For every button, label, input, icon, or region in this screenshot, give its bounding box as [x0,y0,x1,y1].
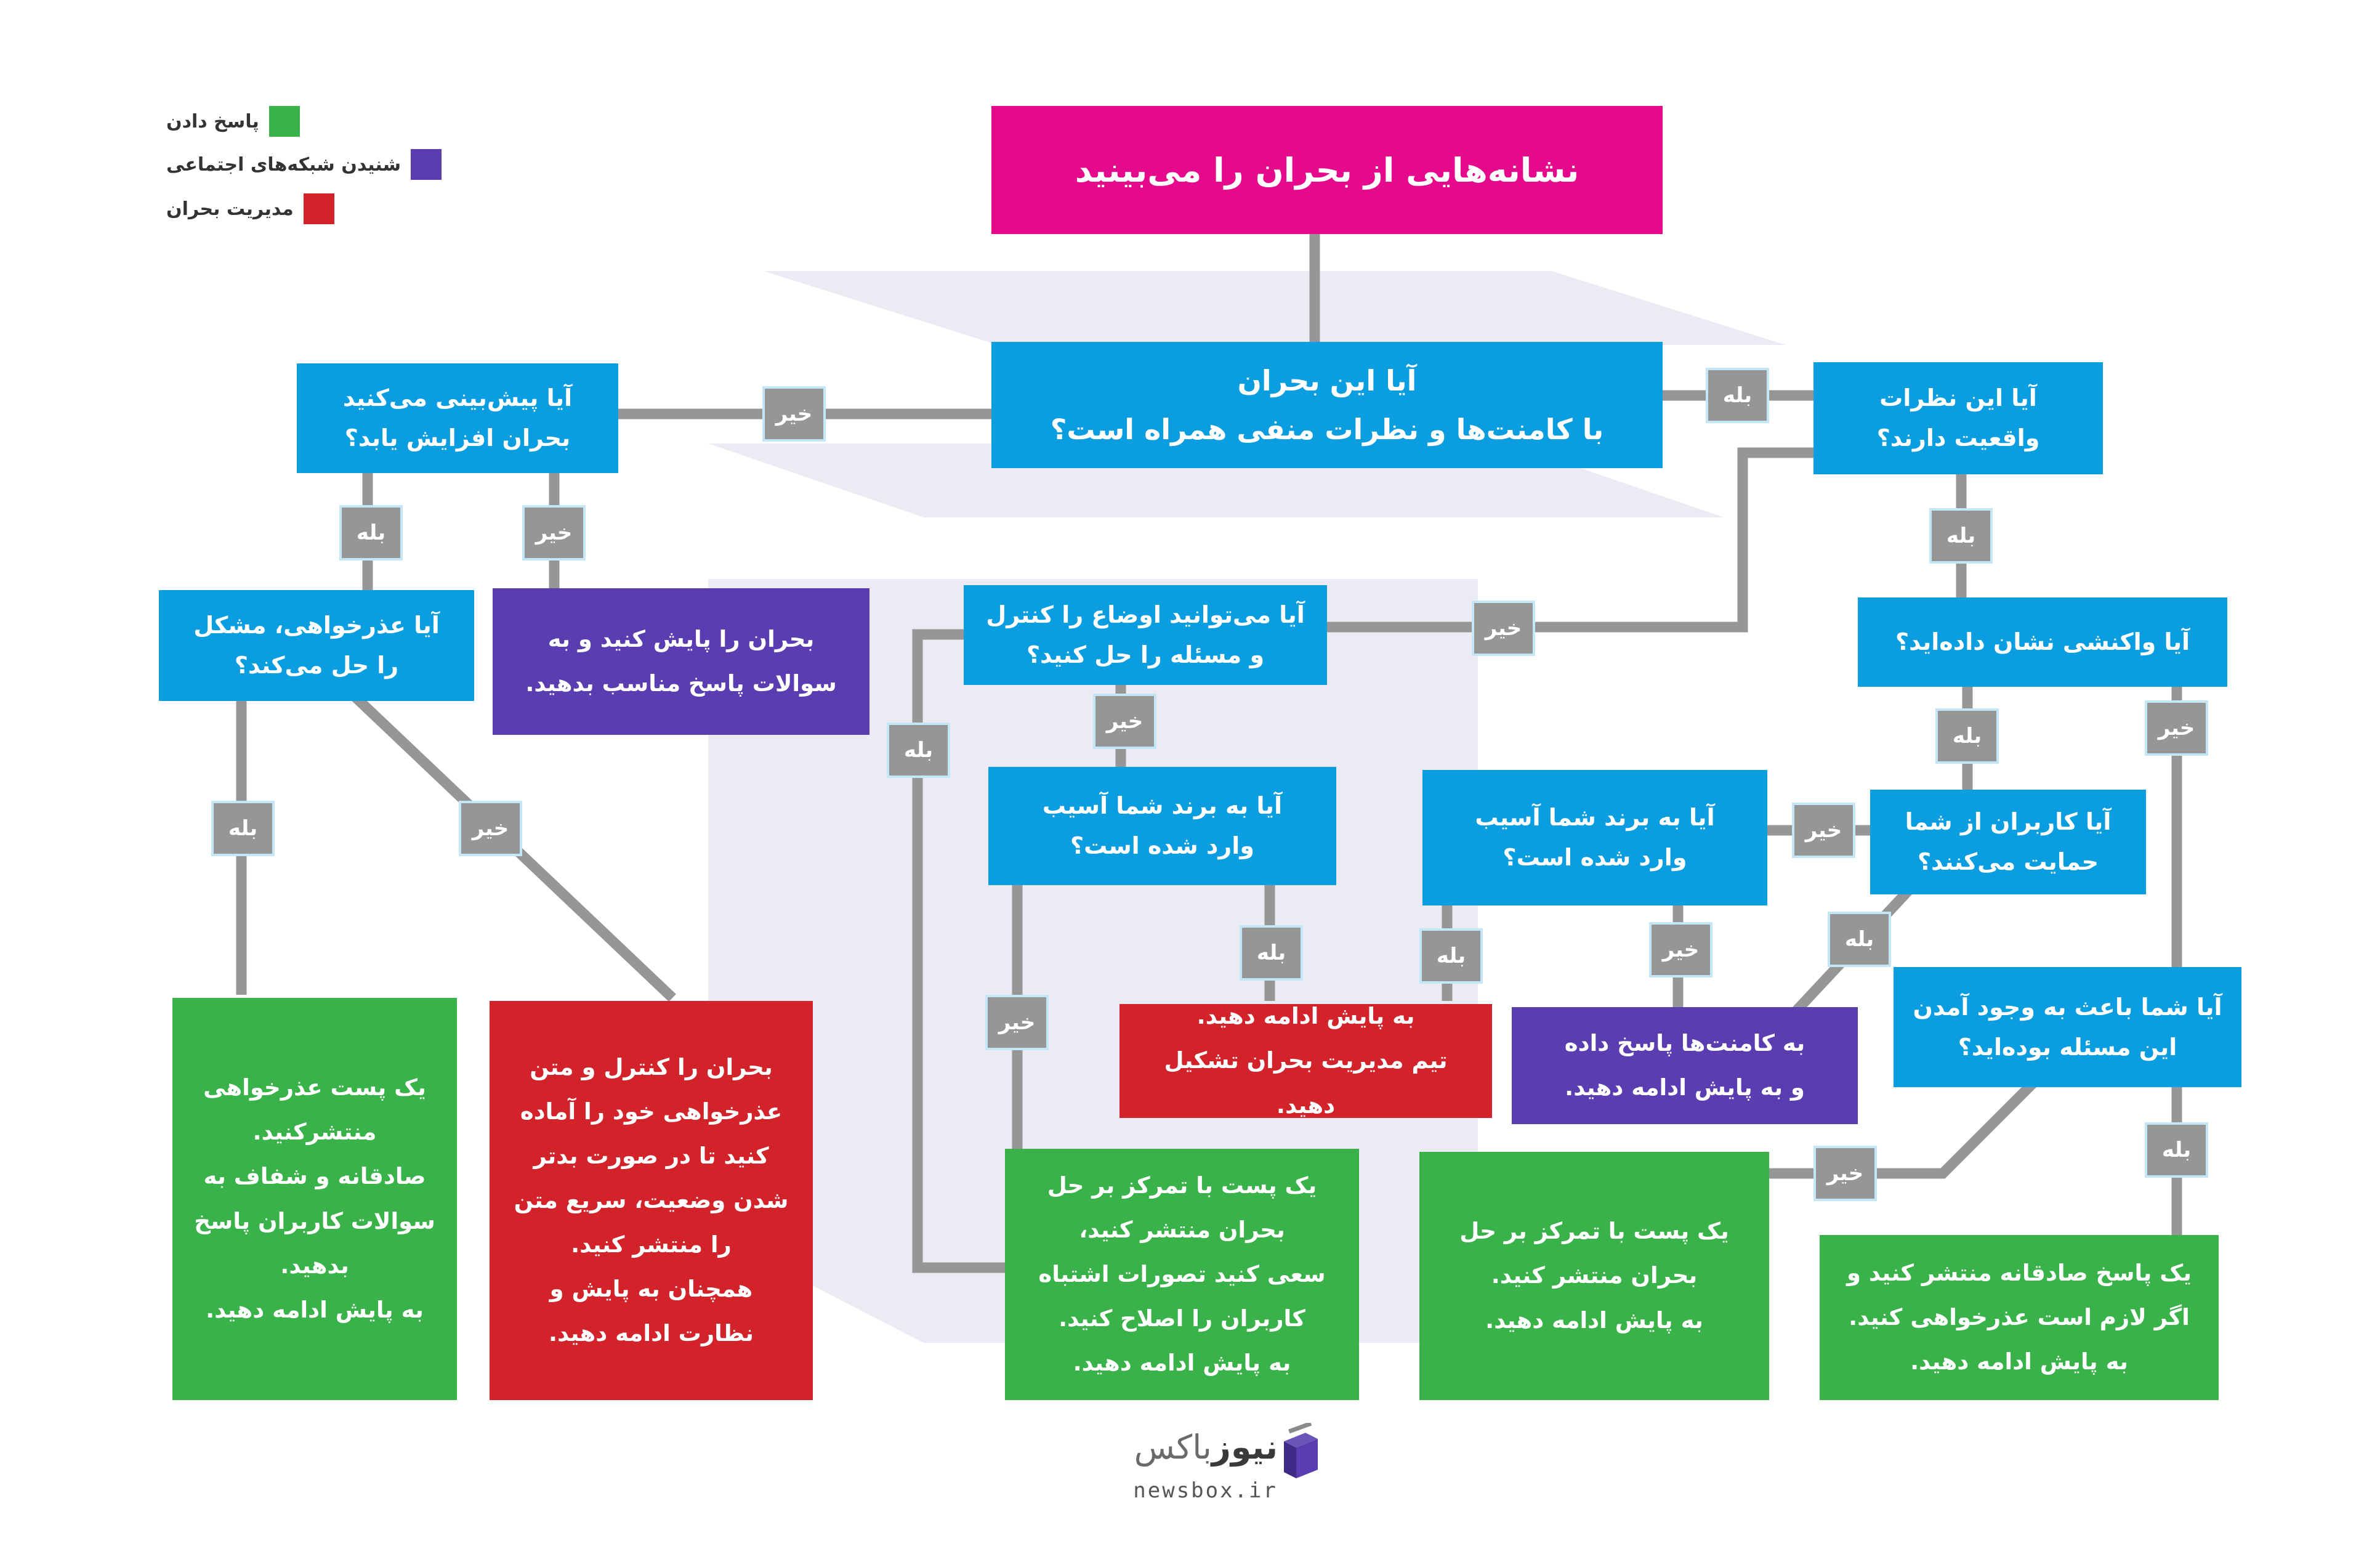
outcome-monitor-answer: بحران را پایش کنید و به سوالات پاسخ مناس… [493,588,869,735]
label-yes: بله [887,723,950,778]
brand-name-bold: نیوز [1211,1428,1278,1467]
label-yes: بله [1240,925,1303,981]
label-no: خیر [762,386,826,442]
label-yes: بله [1419,928,1483,984]
legend-item-respond: پاسخ دادن [166,106,300,137]
label-no: خیر [1472,601,1535,656]
question-brand-damage: آیا به برند شما آسیب وارد شده است؟ [988,767,1336,885]
label-no: خیر [459,801,522,856]
label-yes: بله [1929,508,1993,564]
brand-url: newsbox.ir [1133,1478,1278,1503]
brand-logo: نیوزباکس newsbox.ir [1090,1417,1324,1515]
legend-swatch-red [303,193,334,224]
question-reacted: آیا واکنشی نشان داده‌اید؟ [1858,597,2227,687]
label-yes: بله [1706,368,1769,423]
legend-label: شنیدن شبکه‌های اجتماعی [166,153,401,176]
outcome-crisis-team: به پایش ادامه دهید. تیم مدیریت بحران تشک… [1119,1003,1492,1119]
question-can-control: آیا می‌توانید اوضاع را کنترل و مسئله را … [964,585,1327,685]
label-no: خیر [985,995,1049,1050]
legend-label: مدیریت بحران [166,198,294,220]
legend-swatch-green [268,106,300,137]
question-caused-issue: آیا شما باعث به وجود آمدن این مسئله بوده… [1894,967,2241,1087]
legend-item-crisis: مدیریت بحران [166,193,334,224]
outcome-answer-comments: به کامنت‌ها پاسخ داده و به پایش ادامه ده… [1512,1007,1858,1124]
label-yes: بله [339,505,403,561]
question-users-support: آیا کاربران از شما حمایت می‌کنند؟ [1870,790,2146,894]
outcome-focus-post-short: یک پست با تمرکز بر حل بحران منتشر کنید. … [1419,1152,1769,1400]
title-box: نشانه‌هایی از بحران را می‌بینید [991,106,1663,234]
label-yes: بله [1935,708,1999,764]
legend-item-listening: شنیدن شبکه‌های اجتماعی [166,149,442,180]
question-comments-real: آیا این نظرات واقعیت دارند؟ [1813,362,2103,474]
newsbox-logo-icon [1284,1423,1318,1478]
outcome-apology-post: یک پست عذرخواهی منتشرکنید. صادقانه و شفا… [172,998,457,1400]
label-no: خیر [522,505,586,561]
label-no: خیر [1813,1146,1877,1201]
label-no: خیر [1649,922,1712,978]
legend-swatch-purple [411,149,442,180]
label-no: خیر [1792,803,1855,858]
brand-name-light: باکس [1134,1428,1212,1467]
outcome-honest-answer: یک پاسخ صادقانه منتشر کنید و اگر لازم اس… [1820,1235,2219,1400]
outcome-focus-post-long: یک پست با تمرکز بر حل بحران منتشر کنید، … [1005,1149,1359,1400]
label-yes: بله [211,801,275,856]
question-brand-damage: آیا به برند شما آسیب وارد شده است؟ [1422,770,1767,905]
question-predict-increase: آیا پیش‌بینی می‌کنید بحران افزایش یابد؟ [297,363,618,473]
label-no: خیر [1093,694,1156,749]
label-no: خیر [2145,700,2208,756]
question-apology-solve: آیا عذرخواهی، مشکل را حل می‌کند؟ [159,590,474,701]
label-yes: بله [1828,912,1891,967]
label-yes: بله [2145,1122,2208,1178]
question-negative-comments: آیا این بحران با کامنت‌ها و نظرات منفی ه… [991,342,1663,468]
outcome-control-prepare: بحران را کنترل و متن عذرخواهی خود را آما… [490,1001,813,1400]
legend-label: پاسخ دادن [166,110,259,132]
